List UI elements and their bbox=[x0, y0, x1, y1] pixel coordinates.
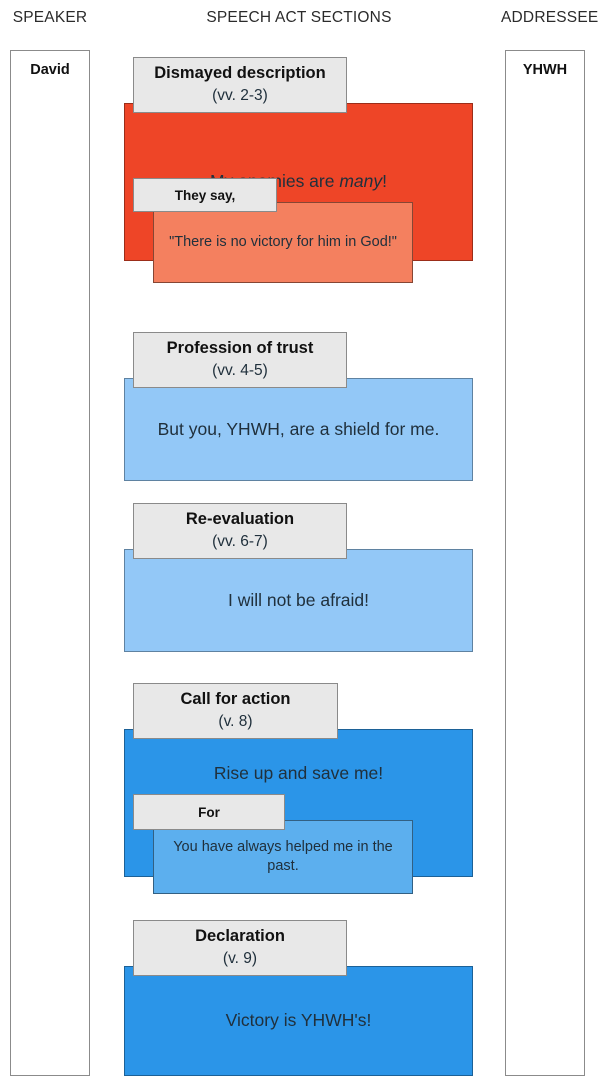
section-label-verses: (v. 8) bbox=[218, 712, 253, 730]
section-label-title: Declaration bbox=[195, 927, 285, 945]
nested-tab-they-say: They say, bbox=[133, 178, 277, 212]
section-label-title: Re-evaluation bbox=[185, 510, 295, 528]
section-label-verses: (v. 9) bbox=[222, 949, 258, 967]
section-label-profession-of-trust: Profession of trust (vv. 4-5) bbox=[133, 332, 347, 388]
section-label-declaration: Declaration (v. 9) bbox=[133, 920, 347, 976]
section-body-text-emphasis: many bbox=[339, 171, 383, 192]
section-body-declaration: Victory is YHWH's! bbox=[124, 966, 473, 1076]
section-label-re-evaluation: Re-evaluation (vv. 6-7) bbox=[133, 503, 347, 559]
section-body-profession-of-trust: But you, YHWH, are a shield for me. bbox=[124, 378, 473, 481]
section-body-text-plain-end: ! bbox=[382, 171, 388, 192]
nested-tab-label: For bbox=[198, 804, 220, 820]
speaker-column-header: SPEAKER bbox=[12, 9, 88, 26]
section-label-title: Profession of trust bbox=[166, 339, 314, 357]
addressee-name: YHWH bbox=[522, 62, 568, 78]
section-label-dismayed-description: Dismayed description (vv. 2-3) bbox=[133, 57, 347, 113]
section-label-call-for-action: Call for action (v. 8) bbox=[133, 683, 338, 739]
nested-tab-label: They say, bbox=[174, 187, 236, 203]
speaker-name: David bbox=[30, 62, 70, 78]
nested-block-text: "There is no victory for him in God!" bbox=[169, 233, 397, 250]
section-label-verses: (vv. 2-3) bbox=[212, 86, 268, 104]
speech-act-sections-column-header: SPEECH ACT SECTIONS bbox=[206, 9, 392, 26]
section-label-title: Call for action bbox=[180, 690, 291, 708]
section-body-text: Rise up and save me! bbox=[213, 763, 384, 783]
section-label-verses: (vv. 6-7) bbox=[212, 532, 268, 550]
nested-block-they-say: "There is no victory for him in God!" bbox=[153, 202, 413, 283]
nested-block-for: You have always helped me in the past. bbox=[153, 820, 413, 894]
section-body-text: But you, YHWH, are a shield for me. bbox=[157, 418, 440, 439]
section-label-verses: (vv. 4-5) bbox=[212, 361, 268, 379]
speaker-column: David bbox=[10, 50, 90, 1076]
nested-tab-for: For bbox=[133, 794, 285, 830]
addressee-column-header: ADDRESSEE bbox=[501, 9, 599, 26]
section-label-title: Dismayed description bbox=[154, 64, 326, 82]
section-body-text: Victory is YHWH's! bbox=[225, 1010, 372, 1031]
addressee-column: YHWH bbox=[505, 50, 585, 1076]
section-body-text: I will not be afraid! bbox=[227, 589, 370, 610]
nested-block-text: You have always helped me in the past. bbox=[173, 838, 393, 874]
section-body-re-evaluation: I will not be afraid! bbox=[124, 549, 473, 652]
